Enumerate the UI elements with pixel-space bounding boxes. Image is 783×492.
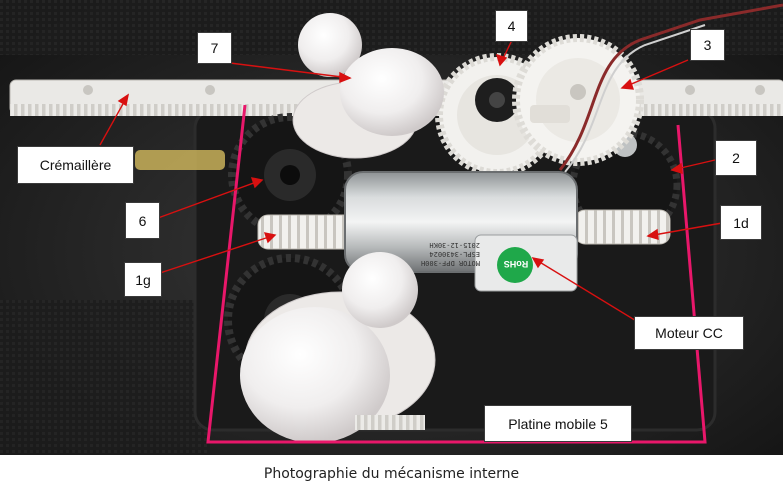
label-cremaillere: Crémaillère <box>17 146 134 184</box>
motor-inscription: MOTOR DPF-300H ESPL-3430024 2015-12-30KH <box>400 240 480 267</box>
label-4: 4 <box>495 10 528 42</box>
photo <box>0 0 783 455</box>
white-cap-7 <box>292 13 444 159</box>
label-platine-mobile: Platine mobile 5 <box>484 405 632 442</box>
rohs-badge <box>497 247 533 283</box>
label-6: 6 <box>125 202 160 239</box>
label-7: 7 <box>197 32 232 64</box>
lower-left-cloth <box>0 300 210 455</box>
label-1d: 1d <box>720 205 762 240</box>
rohs-text: RoHS <box>503 259 529 269</box>
white-cap-bottom <box>240 252 436 443</box>
worm-1g <box>257 214 359 250</box>
annotation-arrows <box>99 39 723 323</box>
motor-text-2: ESPL-3430024 <box>429 250 480 258</box>
label-2: 2 <box>715 140 757 176</box>
label-3: 3 <box>690 29 725 61</box>
label-1g: 1g <box>124 262 162 297</box>
figure-caption: Photographie du mécanisme interne <box>263 466 520 482</box>
label-moteur-cc: Moteur CC <box>634 316 744 350</box>
motor-wires <box>558 3 783 171</box>
motor-text-3: 2015-12-30KH <box>429 241 480 249</box>
motor-text-1: MOTOR DPF-300H <box>420 259 480 267</box>
top-cloth <box>0 0 783 55</box>
dc-motor <box>344 171 578 292</box>
mechanism-photo <box>0 0 783 455</box>
platine-frame <box>206 104 707 444</box>
yellow-foam <box>135 150 225 170</box>
